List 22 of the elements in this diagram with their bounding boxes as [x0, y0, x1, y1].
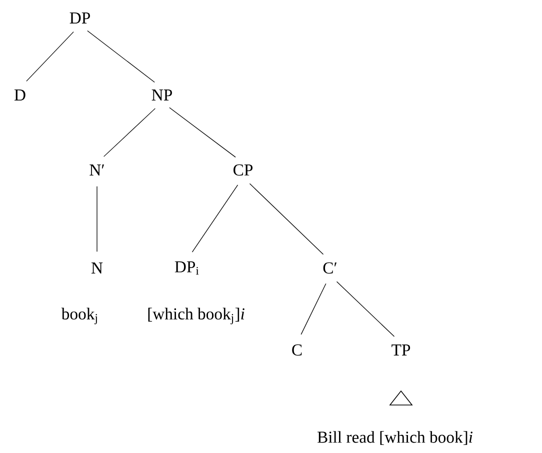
branch-line: [192, 184, 238, 252]
category-label: C: [292, 344, 302, 356]
category-label: TP: [392, 344, 410, 356]
category-label: DP$_{i}$: [174, 261, 199, 275]
category-label: N: [91, 262, 103, 274]
category-label: CP: [234, 164, 253, 176]
branch-line: [96, 186, 98, 252]
word-label: book$_{j}$: [61, 308, 97, 324]
word-label: Bill read [which book]i: [318, 431, 472, 445]
branch-line: [169, 107, 236, 158]
category-label: D: [14, 90, 26, 100]
branch-line: [300, 283, 326, 335]
branch-line: [249, 183, 324, 255]
word-label: [which book$_{j}$]i: [148, 308, 244, 324]
category-label: DP: [70, 12, 90, 24]
category-label: C′: [323, 262, 337, 274]
category-label: N′: [90, 164, 104, 176]
branch-line: [26, 31, 74, 82]
branch-line: [103, 108, 156, 157]
branch-line: [336, 281, 395, 337]
branch-line: [87, 30, 155, 83]
category-label: NP: [152, 90, 172, 100]
